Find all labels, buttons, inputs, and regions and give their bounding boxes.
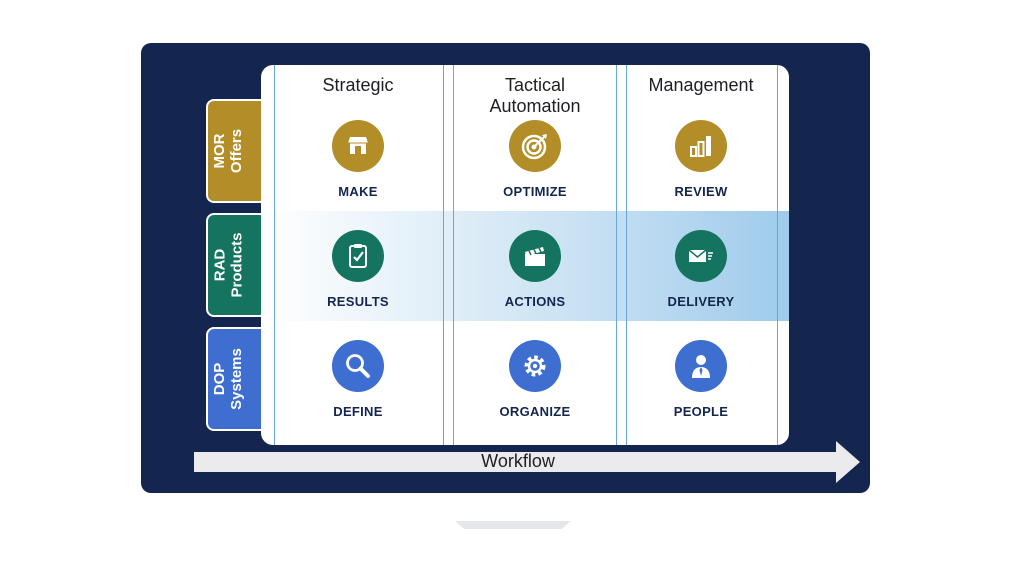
column-divider <box>626 65 627 445</box>
row-tab-line1: DOP <box>211 362 228 396</box>
cell-label: MAKE <box>338 184 378 199</box>
column-header-strategic: Strategic <box>273 75 443 96</box>
cell-delivery: DELIVERY <box>616 211 786 321</box>
row-tab-line2: Offers <box>228 128 245 174</box>
row-tab-line1: RAD <box>211 248 229 282</box>
column-header-line2: Automation <box>489 96 581 116</box>
column-divider <box>777 65 778 445</box>
workflow-arrow <box>194 441 860 483</box>
cell-people: PEOPLE <box>616 321 786 431</box>
column-divider <box>443 65 444 445</box>
cell-label: DELIVERY <box>667 294 735 309</box>
cell-actions: ACTIONS <box>450 211 620 321</box>
magnifier-icon <box>332 340 384 392</box>
cell-label: REVIEW <box>674 184 728 199</box>
column-header-management: Management <box>616 75 786 96</box>
row-tab-line1: MOR <box>211 133 228 169</box>
cell-label: ACTIONS <box>504 294 566 309</box>
cell-label: DEFINE <box>333 404 383 419</box>
envelope-icon <box>675 230 727 282</box>
cell-label: PEOPLE <box>673 404 729 419</box>
person-icon <box>675 340 727 392</box>
clipboard-check-icon <box>332 230 384 282</box>
column-header-line1: Management <box>648 75 754 95</box>
column-header-line1: Strategic <box>322 75 394 95</box>
cell-results: RESULTS <box>273 211 443 321</box>
cell-review: REVIEW <box>616 101 786 211</box>
cell-make: MAKE <box>273 101 443 211</box>
column-header-line1: Tactical <box>504 75 566 95</box>
cell-optimize: OPTIMIZE <box>450 101 620 211</box>
column-divider <box>274 65 275 445</box>
cell-define: DEFINE <box>273 321 443 431</box>
cell-label: RESULTS <box>327 294 389 309</box>
column-divider <box>616 65 617 445</box>
cell-organize: ORGANIZE <box>450 321 620 431</box>
column-divider <box>453 65 454 445</box>
clapperboard-icon <box>509 230 561 282</box>
row-tab-line2: Systems <box>228 348 245 410</box>
row-tab-line2: Products <box>228 232 246 298</box>
target-icon <box>509 120 561 172</box>
cell-label: ORGANIZE <box>499 404 571 419</box>
gear-icon <box>509 340 561 392</box>
monitor-stand <box>455 521 571 529</box>
bar-chart-icon <box>675 120 727 172</box>
cell-label: OPTIMIZE <box>503 184 567 199</box>
workflow-label: Workflow <box>481 451 555 471</box>
storefront-icon <box>332 120 384 172</box>
